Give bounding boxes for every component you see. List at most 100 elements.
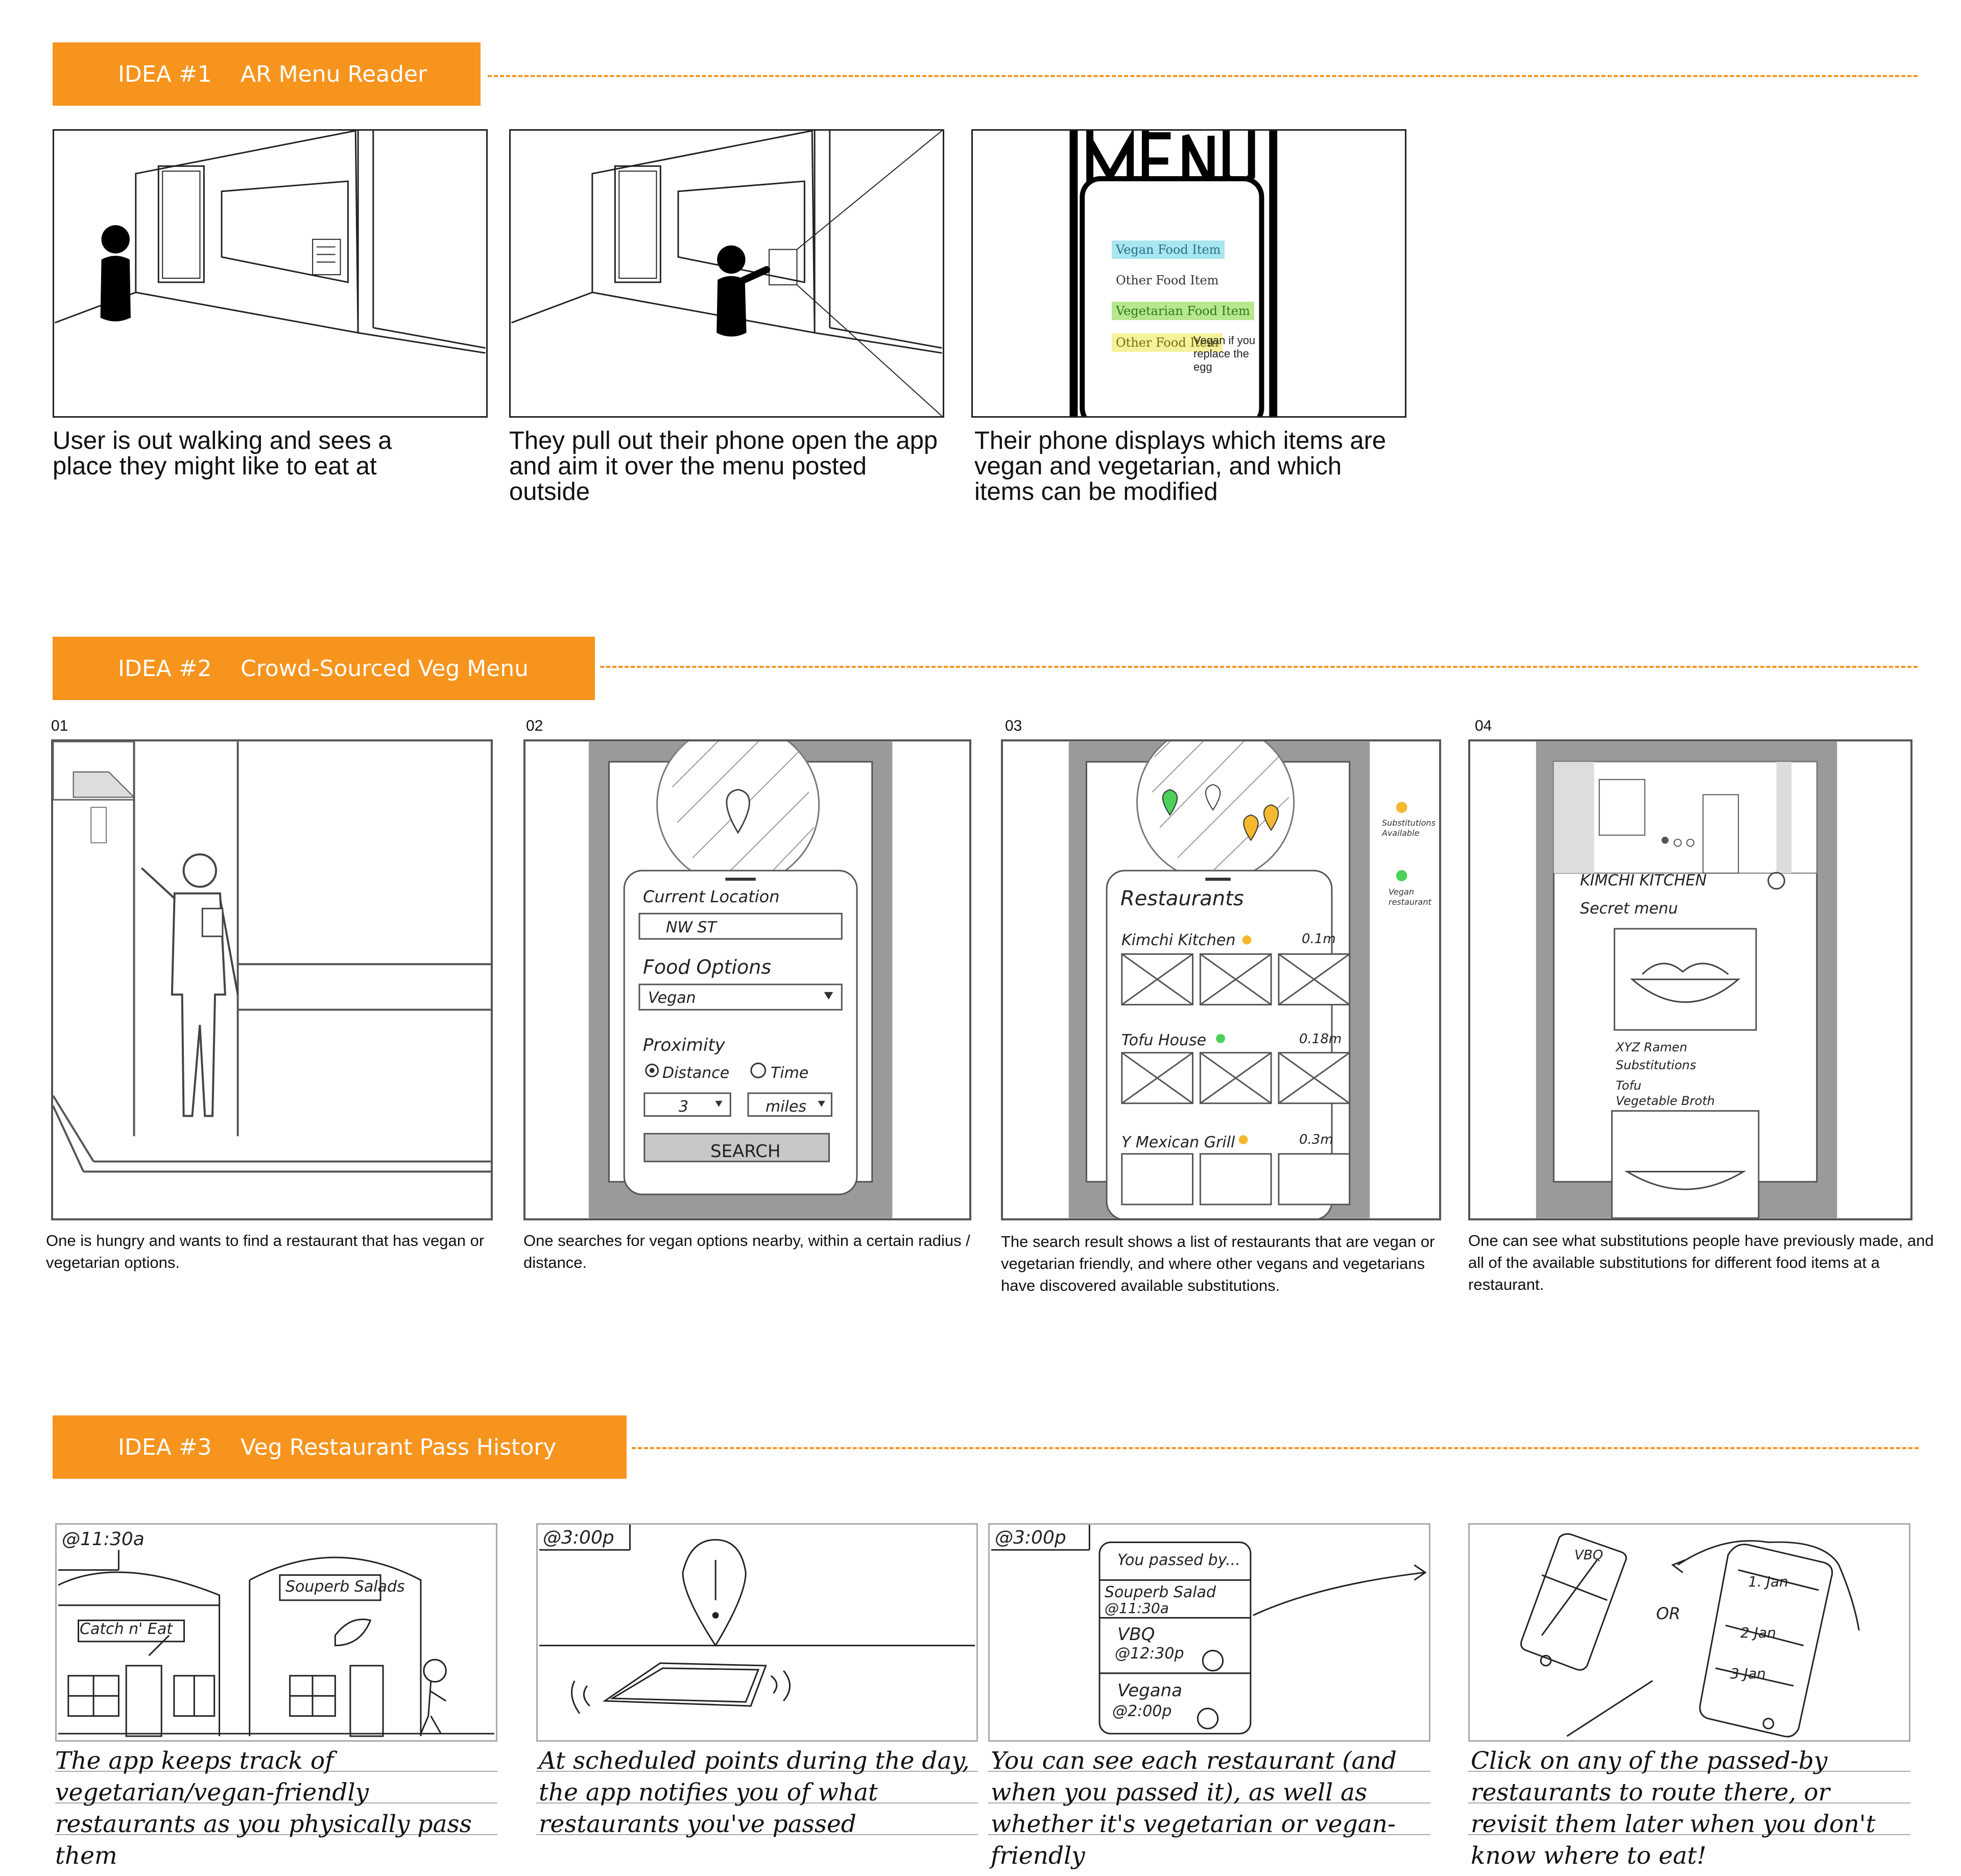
passed-list-sketch <box>991 1525 1427 1735</box>
result-3-name[interactable]: Y Mexican Grill <box>1121 1134 1235 1151</box>
passed-entry-2-time: @12:30p <box>1115 1645 1184 1663</box>
ar-menu-item-1: Vegan Food Item <box>1112 240 1225 259</box>
idea2-title: Crowd-Sourced Veg Menu <box>241 655 529 682</box>
search-button[interactable]: SEARCH <box>710 1141 781 1162</box>
idea2-panel-1 <box>51 739 493 1220</box>
caption-rule <box>55 1802 497 1803</box>
panel2-time: @3:00p <box>543 1527 614 1548</box>
panel1-time: @11:30a <box>62 1529 145 1550</box>
ar-menu-item-1-label: Vegan Food Item <box>1116 243 1221 257</box>
caption-rule <box>988 1771 1430 1772</box>
idea3-panel-1: @11:30a Catch n' Eat Souperb Salads <box>55 1523 497 1742</box>
step-number-03: 03 <box>1005 717 1022 734</box>
idea3-title: Veg Restaurant Pass History <box>241 1434 557 1460</box>
idea2-number: IDEA #2 <box>118 655 212 682</box>
caption-rule <box>988 1834 1430 1835</box>
idea1-caption-2: They pull out their phone open the app a… <box>509 427 938 506</box>
route-map-label[interactable]: VBQ <box>1574 1548 1604 1563</box>
passed-entry-3-name[interactable]: Vegana <box>1117 1680 1182 1701</box>
idea2-divider <box>600 666 1918 668</box>
ar-menu-item-4: Other Food Item <box>1112 333 1223 352</box>
idea3-caption-4: Click on any of the passed-by restaurant… <box>1471 1747 1876 1870</box>
idea1-banner: IDEA #1 AR Menu Reader <box>53 42 481 106</box>
idea2-caption-4: One can see what substitutions people ha… <box>1468 1232 1934 1293</box>
passed-entry-3-time: @2:00p <box>1112 1702 1172 1720</box>
time-radio-label[interactable]: Time <box>771 1064 809 1082</box>
idea1-title: AR Menu Reader <box>241 61 427 87</box>
ar-menu-item-2: Other Food Item <box>1112 271 1223 290</box>
step-number-02: 02 <box>526 717 543 734</box>
idea3-caption-3: You can see each restaurant (and when yo… <box>991 1747 1397 1870</box>
idea2-panel-2: Current Location NW ST Food Options Vega… <box>523 739 971 1220</box>
passed-entry-1-name[interactable]: Souperb Salad <box>1105 1583 1216 1601</box>
idea3-caption-2: At scheduled points during the day, the … <box>539 1747 970 1838</box>
result-2-name[interactable]: Tofu House <box>1121 1031 1207 1049</box>
food-options-label: Food Options <box>643 956 772 978</box>
distance-radio-label[interactable]: Distance <box>662 1064 730 1082</box>
idea3-panel-3: @3:00p You passed by... Souperb Salad @1… <box>988 1523 1430 1742</box>
idea1-panel-2 <box>509 129 944 418</box>
idea3-panel-4: OR VBQ 1. Jan 2 Jan 3 Jan <box>1468 1523 1910 1742</box>
result-3-distance: 0.3m <box>1299 1132 1333 1147</box>
or-label: OR <box>1656 1604 1681 1623</box>
idea1-panel-1 <box>53 129 488 418</box>
results-heading: Restaurants <box>1120 887 1244 910</box>
legend-substitutions: Substitutions Available <box>1382 818 1436 838</box>
caption-rule <box>55 1771 497 1772</box>
result-2-distance: 0.18m <box>1299 1031 1342 1047</box>
ar-menu-item-3: Vegetarian Food Item <box>1112 302 1254 320</box>
idea1-divider <box>488 75 1918 77</box>
idea3-number: IDEA #3 <box>118 1434 212 1460</box>
shop-sign-souperb-salads: Souperb Salads <box>285 1578 405 1596</box>
idea1-number: IDEA #1 <box>118 61 212 87</box>
caption-rule <box>1468 1771 1910 1772</box>
detail-subs-label: Substitutions <box>1616 1058 1696 1072</box>
idea1-caption-1: User is out walking and sees a place the… <box>53 427 392 480</box>
ar-phone-display <box>1069 131 1278 416</box>
caption-rule <box>55 1834 497 1835</box>
food-options-select[interactable]: Vegan <box>648 989 696 1007</box>
detail-sub-2: Vegetable Broth <box>1616 1094 1715 1108</box>
detail-subtitle: Secret menu <box>1580 900 1678 918</box>
passed-entry-2-name[interactable]: VBQ <box>1117 1624 1155 1645</box>
idea2-panel-3: Restaurants Kimchi Kitchen 0.1m Tofu Hou… <box>1001 739 1441 1220</box>
idea2-caption-3: The search result shows a list of restau… <box>1001 1233 1435 1294</box>
history-date-1[interactable]: 1. Jan <box>1748 1573 1788 1590</box>
unit-select[interactable]: miles <box>766 1098 806 1116</box>
idea2-banner: IDEA #2 Crowd-Sourced Veg Menu <box>53 637 595 700</box>
caption-rule <box>988 1802 1430 1803</box>
ar-menu-item-4-label: Other Food Item <box>1116 335 1219 350</box>
panel3-time: @3:00p <box>995 1527 1066 1548</box>
shop-sign-catch-n-eat: Catch n' Eat <box>80 1620 173 1638</box>
step-number-04: 04 <box>1475 717 1492 734</box>
restaurant-detail-phone <box>1536 741 1837 1218</box>
ar-menu-note: Vegan if you replace the egg <box>1193 334 1256 373</box>
idea3-caption-1: The app keeps track of vegetarian/vegan-… <box>55 1747 472 1870</box>
idea2-caption-2: One searches for vegan options nearby, w… <box>523 1232 970 1271</box>
aiming-phone-sketch <box>511 131 943 416</box>
step-number-01: 01 <box>51 717 68 734</box>
amount-select[interactable]: 3 <box>679 1098 689 1116</box>
caption-rule <box>536 1771 978 1772</box>
search-form-phone <box>588 741 893 1218</box>
idea3-divider <box>632 1447 1919 1449</box>
history-date-2[interactable]: 2 Jan <box>1740 1624 1776 1641</box>
idea1-panel-3: Vegan Food Item Other Food Item Vegetari… <box>971 129 1406 418</box>
ar-menu-item-2-label: Other Food Item <box>1116 273 1219 287</box>
location-value[interactable]: NW ST <box>666 919 717 936</box>
idea1-caption-3: Their phone displays which items are veg… <box>974 427 1386 506</box>
caption-rule <box>536 1834 978 1835</box>
idea3-banner: IDEA #3 Veg Restaurant Pass History <box>53 1415 627 1479</box>
legend-vegan: Vegan restaurant <box>1389 887 1431 907</box>
caption-rule <box>1468 1834 1910 1835</box>
result-1-distance: 0.1m <box>1302 931 1336 947</box>
caption-rule <box>1468 1802 1910 1803</box>
location-label: Current Location <box>643 887 780 906</box>
proximity-label: Proximity <box>643 1035 725 1055</box>
detail-sub-1: Tofu <box>1616 1078 1642 1093</box>
hungry-person-sketch <box>53 741 491 1173</box>
history-date-3[interactable]: 3 Jan <box>1730 1665 1766 1682</box>
result-1-name[interactable]: Kimchi Kitchen <box>1121 931 1236 949</box>
idea2-panel-4: KIMCHI KITCHEN Secret menu XYZ Ramen Sub… <box>1468 739 1912 1220</box>
notification-sketch <box>539 1525 975 1714</box>
